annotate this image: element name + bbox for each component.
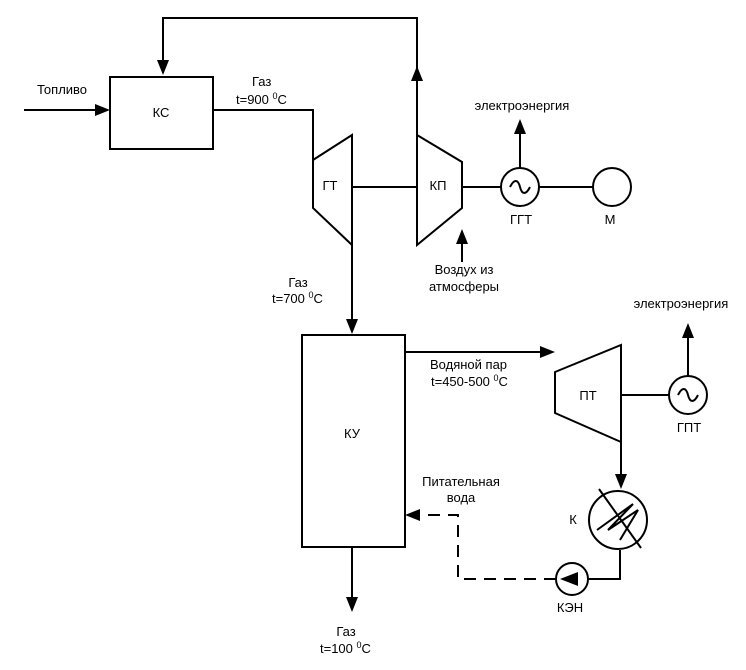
gas-exhaust-temp: t=100 0С	[320, 640, 371, 656]
heat-recovery-boiler-label: КУ	[344, 426, 361, 441]
electricity-label-right: электроэнергия	[634, 296, 729, 311]
feed-water-dashed-line	[405, 509, 556, 580]
feed-water-label-line1: Питательная	[422, 474, 500, 489]
pump-direction-icon	[560, 572, 578, 586]
air-label-line1: Воздух из	[435, 262, 494, 277]
electricity-out-arrow-top	[514, 119, 526, 168]
steam-name: Водяной пар	[430, 357, 507, 372]
condenser-crossline	[598, 488, 642, 549]
steam-turbine-label: ПТ	[579, 388, 596, 403]
gas-turbine-generator-label: ГГТ	[510, 212, 532, 227]
gas-exhaust-arrow	[346, 547, 358, 612]
gas-line-gt-to-ku	[346, 245, 358, 334]
electricity-label-top: электроэнергия	[475, 98, 570, 113]
condenser-label: К	[569, 512, 577, 527]
compressor-block	[416, 133, 463, 248]
steam-turbine-generator-label: ГПТ	[677, 420, 701, 435]
feed-water-label-line2: вода	[447, 490, 476, 505]
compressor-label: КП	[430, 178, 447, 193]
motor-label: М	[605, 212, 616, 227]
air-return-line	[157, 17, 423, 135]
fuel-input-arrow	[24, 104, 110, 116]
heat-recovery-boiler-block	[301, 334, 406, 548]
condensate-pump-label: КЭН	[557, 600, 583, 615]
gas-exhaust-name: Газ	[336, 624, 355, 639]
gas-cs-name: Газ	[252, 74, 271, 89]
gas-cs-temp: t=900 0С	[236, 91, 287, 107]
air-intake-arrow	[456, 229, 468, 262]
steam-temp: t=450-500 0С	[431, 373, 508, 389]
condenser-coil	[596, 503, 639, 541]
fuel-label: Топливо	[37, 82, 87, 97]
gas-line-cs-to-gt	[213, 109, 314, 160]
electricity-out-arrow-right	[682, 323, 694, 376]
steam-line-pt-to-condenser	[615, 442, 627, 489]
steam-line-ku-to-pt	[405, 346, 555, 358]
gas-gt-temp: t=700 0С	[272, 290, 323, 306]
gas-turbine-label: ГТ	[323, 178, 338, 193]
ac-sine-icon	[509, 180, 531, 194]
combustion-chamber-label: КС	[153, 105, 170, 120]
air-label-line2: атмосферы	[429, 279, 499, 294]
gas-gt-name: Газ	[288, 275, 307, 290]
motor-circle	[592, 167, 632, 207]
combustion-chamber-block	[109, 76, 214, 150]
line-condenser-to-pump	[588, 550, 621, 580]
ac-sine-icon	[677, 388, 699, 402]
